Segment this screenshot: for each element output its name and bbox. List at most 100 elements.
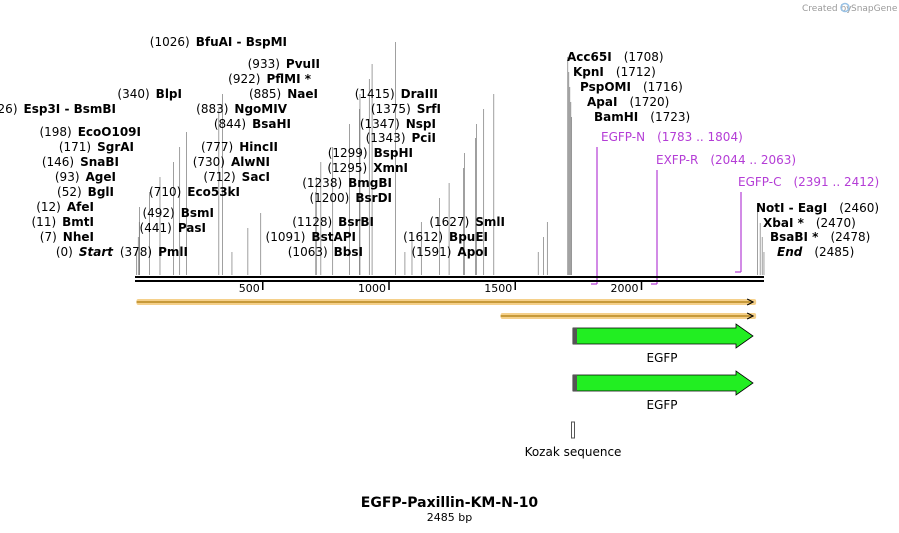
site-bpuei-name: BpuEI <box>449 230 488 244</box>
site-xbai-label: XbaI * (2470) <box>763 216 856 230</box>
feature-kozak-sequence-3-mark <box>571 421 575 439</box>
snapgene-credit: Created by SnapGene <box>802 2 898 14</box>
site-bstapi-position: (1091) <box>266 230 306 244</box>
site-bbsi-name: BbsI <box>334 245 363 259</box>
ruler-label-500: 500 <box>239 282 260 295</box>
site-bfuai-bspmi-position: (1026) <box>150 35 190 49</box>
feature-egfp-2: EGFP <box>572 370 754 412</box>
feature-egfp-1-arrow <box>572 323 754 349</box>
site-pflmi-name: PflMI * <box>266 72 311 86</box>
site-xmni-label: (1295)XmnI <box>327 161 408 175</box>
site-pmli-position: (378) <box>120 245 152 259</box>
site-ecoo109i-label: (198)EcoO109I <box>39 125 141 139</box>
site-hincii-name: HincII <box>239 140 278 154</box>
site-bpuei-position: (1612) <box>403 230 443 244</box>
primer-exfp-r-name: EXFP-R <box>656 153 698 167</box>
site-pspomi-label: PspOMI (1716) <box>580 80 683 94</box>
orf-2 <box>500 312 757 320</box>
feature-kozak-sequence-3-label: Kozak sequence <box>525 445 622 459</box>
site-bbsi-position: (1063) <box>288 245 328 259</box>
feature-egfp-2-label: EGFP <box>646 398 677 412</box>
feature-kozak-sequence-3: Kozak sequence <box>525 421 622 459</box>
site-sgrai-position: (171) <box>59 140 91 154</box>
site-bsmi-label: (492)BsmI <box>142 206 214 220</box>
site-xbai-position: (2470) <box>816 216 856 230</box>
primer-egfp-c-range: (2391 .. 2412) <box>793 175 879 189</box>
primer-exfp-r-label: EXFP-R (2044 .. 2063) <box>656 153 796 167</box>
site-bsahi-label: (844)BsaHI <box>214 117 291 131</box>
site-esp3i-bsmbi-name: Esp3I - BsmBI <box>24 102 116 116</box>
orf-1-arrowhead <box>746 298 755 306</box>
site-pvuii-name: PvuII <box>286 57 320 71</box>
feature-egfp-1-start-cap <box>573 328 577 344</box>
site-acc65i-position: (1708) <box>624 50 664 64</box>
site-eco53ki-position: (710) <box>149 185 181 199</box>
credit-brand: SnapGene <box>851 4 898 14</box>
site-eco53ki-name: Eco53kI <box>187 185 240 199</box>
site-xmni-position: (1295) <box>327 161 367 175</box>
site-pspomi-name: PspOMI <box>580 80 631 94</box>
site-kpni-position: (1712) <box>616 65 656 79</box>
site-apoi-label: (1591)ApoI <box>412 245 489 259</box>
site-naei-position: (885) <box>249 87 281 101</box>
site-bsphi-label: (1299)BspHI <box>328 146 413 160</box>
site-saci-position: (712) <box>203 170 235 184</box>
primer-egfp-n: EGFP-N (1783 .. 1804) <box>591 130 743 285</box>
site-draiii-label: (1415)DraIII <box>355 87 438 101</box>
site-bsabi-label: BsaBI *(2478) <box>770 230 870 244</box>
feature-egfp-1: EGFP <box>572 323 754 365</box>
site-apai-name: ApaI <box>587 95 617 109</box>
site-bbsi-label: (1063) BbsI <box>288 245 363 259</box>
site-end-label: End (2485) <box>777 245 854 259</box>
site-nhei-label: (7)NheI <box>40 230 94 244</box>
plasmid-name: EGFP-Paxillin-KM-N-10 <box>361 495 539 511</box>
orf-2-arrowhead <box>746 312 755 320</box>
site-bgli-label: (52)BglI <box>57 185 114 199</box>
site-end-position: (2485) <box>814 245 854 259</box>
site-saci-label: (712)SacI <box>203 170 270 184</box>
open-reading-frames <box>136 298 757 320</box>
ruler-label-1000: 1000 <box>358 282 386 295</box>
site-naei-label: (885) NaeI <box>249 87 318 101</box>
site-hincii-label: (777)HincII <box>201 140 278 154</box>
site-bmgbi-position: (1238) <box>302 176 342 190</box>
site-bmti-position: (11) <box>32 215 57 229</box>
credit-prefix: Created by <box>802 4 852 14</box>
feature-egfp-2-start-cap <box>573 375 577 391</box>
site-sgrai-label: (171)SgrAI <box>59 140 134 154</box>
site-bsrbi-position: (1128) <box>292 215 332 229</box>
site-bsphi-position: (1299) <box>328 146 368 160</box>
site-alwni-label: (730)AlwNI <box>193 155 270 169</box>
site-smli-position: (1627) <box>429 215 469 229</box>
restriction-site-labels: (0)Start(7)NheI(11)BmtI(12)AfeI(52)BglI(… <box>0 35 879 259</box>
site-apoi-name: ApoI <box>457 245 488 259</box>
site-apai-label: ApaI (1720) <box>587 95 669 109</box>
site-bpuei-label: (1612) BpuEI <box>403 230 488 244</box>
primer-egfp-n-range: (1783 .. 1804) <box>657 130 743 144</box>
site-xbai-name: XbaI * <box>763 216 805 230</box>
site-pasi-label: (441)PasI <box>140 221 206 235</box>
site-bsabi-position: (2478) <box>830 230 870 244</box>
primer-egfp-n-name: EGFP-N <box>601 130 645 144</box>
site-pflmi-label: (922)PflMI * <box>228 72 312 86</box>
site-pspomi-position: (1716) <box>643 80 683 94</box>
site-kpni-name: KpnI <box>573 65 604 79</box>
site-bsrdi-position: (1200) <box>309 191 349 205</box>
site-alwni-position: (730) <box>193 155 225 169</box>
site-kpni-label: KpnI (1712) <box>573 65 656 79</box>
site-noti-eagi-label: NotI - EagI(2460) <box>756 201 879 215</box>
site-acc65i-name: Acc65I <box>567 50 612 64</box>
site-blpi-name: BlpI <box>156 87 182 101</box>
site-blpi-position: (340) <box>117 87 149 101</box>
site-agei-label: (93)AgeI <box>55 170 116 184</box>
site-eco53ki-label: (710) Eco53kI <box>149 185 240 199</box>
site-start-position: (0) <box>56 245 73 259</box>
site-end-name: End <box>777 245 803 259</box>
site-start-label: (0)Start <box>56 245 114 259</box>
site-naei-name: NaeI <box>287 87 318 101</box>
plasmid-length: 2485 bp <box>427 511 472 524</box>
site-apai-position: (1720) <box>629 95 669 109</box>
site-bmgbi-label: (1238)BmgBI <box>302 176 392 190</box>
primer-exfp-r-range: (2044 .. 2063) <box>710 153 796 167</box>
